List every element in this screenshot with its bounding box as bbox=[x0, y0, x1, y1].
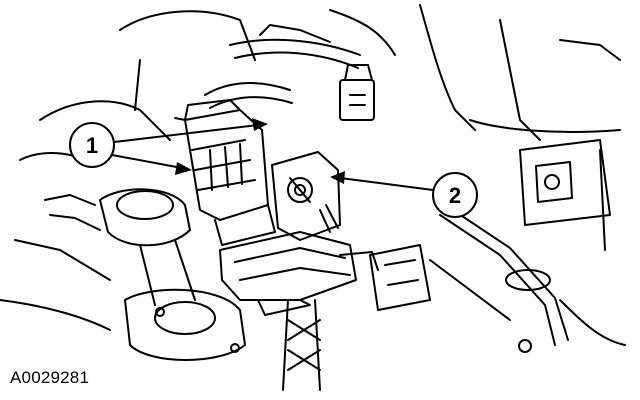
callout-1-number: 1 bbox=[86, 133, 98, 158]
callout-2-number: 2 bbox=[449, 183, 461, 208]
switch-housing bbox=[271, 151, 341, 241]
figure-id-label: A0029281 bbox=[10, 368, 90, 387]
callout-1-leader-lower bbox=[111, 154, 183, 169]
steering-column bbox=[44, 188, 246, 361]
dashboard-panel-outline bbox=[0, 4, 626, 346]
electrical-connector bbox=[174, 99, 276, 246]
pedal-arm bbox=[282, 299, 321, 391]
release-cable bbox=[439, 207, 569, 353]
upper-wiring-harness bbox=[204, 24, 375, 121]
callout-2-leader bbox=[339, 177, 434, 191]
mounting-bracket bbox=[369, 139, 611, 321]
callout-1: 1 bbox=[69, 118, 268, 175]
callout-1-leader-upper bbox=[113, 124, 259, 143]
lower-connector-block bbox=[219, 231, 379, 316]
callout-2: 2 bbox=[330, 171, 478, 218]
